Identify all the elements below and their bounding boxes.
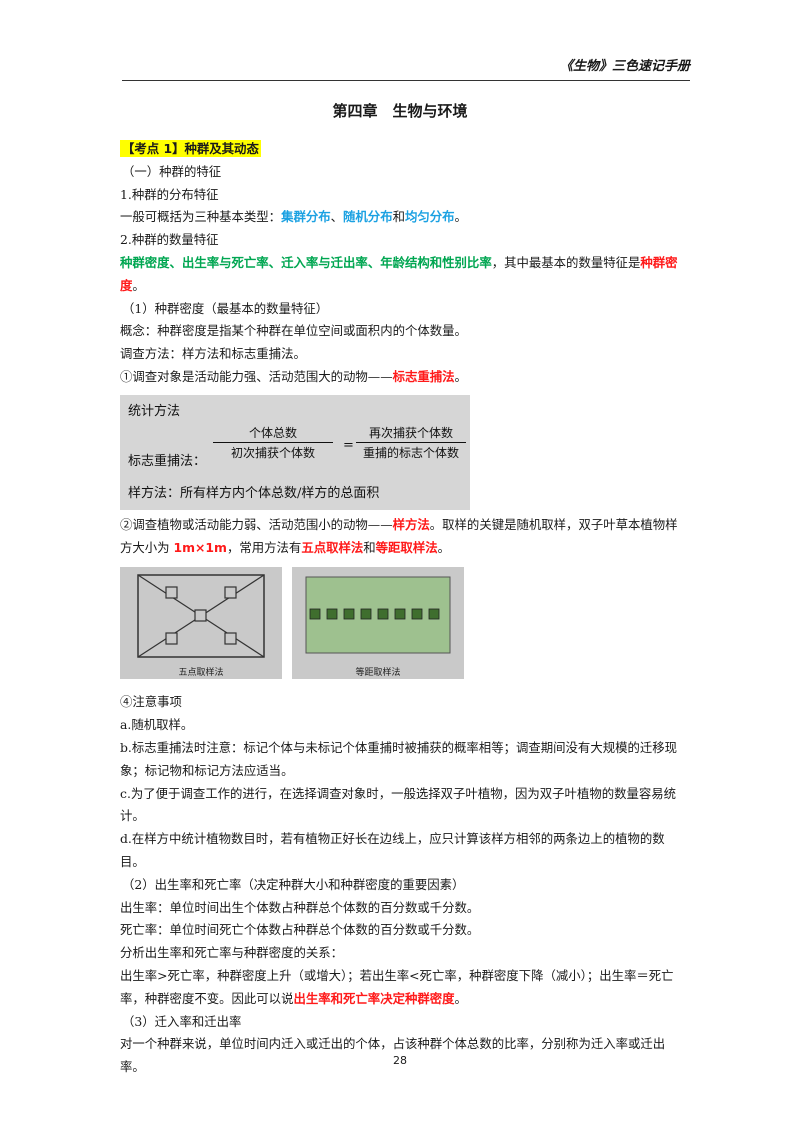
- distribution-paragraph: 一般可概括为三种基本类型：集群分布、随机分布和均匀分布。: [120, 209, 467, 225]
- fraction-right: 再次捕获个体数 重捕的标志个体数: [356, 425, 466, 461]
- five-point-figure: 五点取样法: [120, 567, 282, 680]
- fraction-numerator: 个体总数: [213, 425, 333, 443]
- formula-title: 统计方法: [128, 403, 181, 419]
- fraction-numerator: 再次捕获个体数: [356, 425, 466, 443]
- quantity-paragraph: 种群密度、出生率与死亡率、迁入率与迁出率、年龄结构和性别比率，其中最基本的数量特…: [120, 254, 678, 293]
- chapter-title: 第四章 生物与环境: [332, 102, 468, 120]
- main-content: 【考点 1】种群及其动态 （一）种群的特征 1.种群的分布特征 一般可概括为三种…: [120, 138, 688, 1079]
- subsection-heading: 2.种群的数量特征: [120, 232, 219, 248]
- section-heading: （一）种群的特征: [122, 163, 222, 179]
- equal-distance-diagram: [305, 576, 451, 654]
- five-point-caption: 五点取样法: [178, 668, 224, 679]
- equals-sign: =: [343, 437, 354, 453]
- birth-death-heading: （2）出生率和死亡率（决定种群大小和种群密度的重要因素）: [122, 876, 465, 892]
- density-definition: 概念：种群密度是指某个种群在单位空间或面积内的个体数量。: [120, 323, 467, 339]
- subsection-heading: 1.种群的分布特征: [120, 186, 219, 202]
- note-a: a.随机取样。: [120, 717, 194, 733]
- handbook-title: 《生物》三色速记手册: [559, 59, 690, 74]
- equal-distance-caption: 等距取样法: [355, 668, 401, 679]
- death-rate-definition: 死亡率：单位时间死亡个体数占种群总个体数的百分数或千分数。: [120, 922, 480, 938]
- method-2: ②调查植物或活动能力弱、活动范围小的动物——样方法。取样的关键是随机取样，双子叶…: [120, 516, 678, 555]
- note-c: c.为了便于调查工作的进行，在选择调查对象时，一般选择双子叶植物，因为双子叶植物…: [120, 785, 677, 824]
- page-header: 《生物》三色速记手册: [122, 58, 690, 81]
- formula-label: 标志重捕法：: [128, 453, 207, 469]
- formula-box: 统计方法 标志重捕法： 个体总数 初次捕获个体数 = 再次捕获个体数 重捕的标志…: [120, 394, 470, 510]
- note-b: b.标志重捕法时注意：标记个体与未标记个体重捕时被捕获的概率相等；调查期间没有大…: [120, 739, 678, 778]
- fraction-left: 个体总数 初次捕获个体数: [213, 425, 333, 461]
- migration-heading: （3）迁入率和迁出率: [122, 1013, 242, 1029]
- fraction-denominator: 初次捕获个体数: [230, 445, 315, 460]
- five-point-diagram: [137, 574, 265, 659]
- density-heading: （1）种群密度（最基本的数量特征）: [122, 300, 329, 316]
- note-d: d.在样方中统计植物数目时，若有植物正好长在边线上，应只计算该样方相邻的两条边上…: [120, 831, 665, 869]
- notes-heading: ④注意事项: [120, 694, 182, 710]
- birth-rate-definition: 出生率：单位时间出生个体数占种群总个体数的百分数或千分数。: [120, 899, 480, 915]
- relationship-paragraph: 出生率>死亡率，种群密度上升（或增大）；若出生率<死亡率，种群密度下降（减小）；…: [120, 967, 674, 1006]
- survey-methods: 调查方法：样方法和标志重捕法。: [120, 346, 306, 362]
- page-number: 28: [393, 1054, 407, 1067]
- sample-method-formula: 样方法：所有样方内个体总数/样方的总面积: [128, 485, 380, 501]
- kaodian-label: 【考点 1】种群及其动态: [120, 140, 261, 157]
- equal-distance-figure: 等距取样法: [292, 567, 464, 680]
- sampling-figures: 五点取样法 等距取样法: [120, 567, 688, 685]
- method-1: ①调查对象是活动能力强、活动范围大的动物——标志重捕法。: [120, 368, 467, 384]
- analysis-heading: 分析出生率和死亡率与种群密度的关系：: [120, 945, 344, 961]
- fraction-denominator: 重捕的标志个体数: [362, 445, 459, 460]
- migration-definition: 对一个种群来说，单位时间内迁入或迁出的个体，占该种群个体总数的比率，分别称为迁入…: [120, 1036, 666, 1075]
